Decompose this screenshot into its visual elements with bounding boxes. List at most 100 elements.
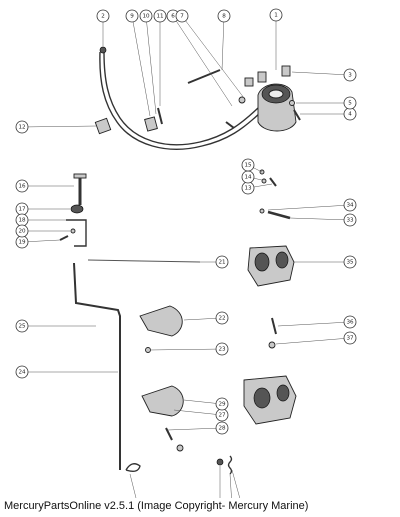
callout-number: 35 — [346, 259, 354, 265]
callout-18: 18 — [15, 213, 29, 227]
callout-17: 17 — [15, 202, 29, 216]
callout-number: 24 — [18, 369, 26, 375]
callout-number: 10 — [142, 13, 150, 19]
leader-line — [21, 125, 97, 128]
callout-number: 23 — [218, 346, 226, 352]
leader-line — [229, 473, 232, 498]
bushing-small — [176, 444, 184, 452]
callout-37: 37 — [343, 331, 357, 345]
callout-number: 13 — [244, 185, 252, 191]
callout-22: 22 — [215, 311, 229, 325]
callout-number: 4 — [348, 111, 352, 117]
callout-number: 28 — [218, 425, 226, 431]
callout-23: 23 — [215, 342, 229, 356]
callout-number: 16 — [18, 183, 26, 189]
leader-line — [291, 71, 351, 76]
callout-number: 34 — [346, 202, 354, 208]
callout-2: 2 — [96, 9, 110, 23]
callout-24: 24 — [15, 365, 29, 379]
callout-number: 7 — [180, 13, 184, 19]
callout-7: 7 — [175, 9, 189, 23]
callout-9: 9 — [125, 9, 139, 23]
callout-28: 28 — [215, 421, 229, 435]
callout-1: 1 — [269, 8, 283, 22]
cam-part-lower — [141, 385, 184, 417]
callout-19: 19 — [15, 235, 29, 249]
wire-harness — [103, 51, 259, 146]
leader-line — [129, 473, 137, 498]
callout-number: 33 — [346, 217, 354, 223]
callout-11: 11 — [153, 9, 167, 23]
callout-15: 15 — [241, 158, 255, 172]
callout-33: 33 — [343, 213, 357, 227]
callout-36: 36 — [343, 315, 357, 329]
leader-line — [173, 409, 223, 416]
spring-part — [165, 427, 173, 441]
clip-26 — [125, 463, 141, 473]
lever-clip — [259, 208, 265, 214]
bushing-part — [144, 116, 158, 132]
callout-12: 12 — [15, 120, 29, 134]
spring-31 — [227, 455, 233, 475]
leader-line — [149, 348, 223, 351]
callout-number: 21 — [218, 259, 226, 265]
callout-number: 8 — [222, 13, 226, 19]
callout-21: 21 — [215, 255, 229, 269]
bent-link-rod — [73, 262, 121, 470]
callout-20: 20 — [15, 224, 29, 238]
callout-number: 5 — [348, 100, 352, 106]
pin-clip — [261, 178, 267, 184]
callout-27: 27 — [215, 408, 229, 422]
pin-part — [269, 177, 277, 187]
lever-part — [267, 210, 291, 220]
callout-3: 3 — [343, 68, 357, 82]
callout-number: 36 — [346, 319, 354, 325]
small-washer — [70, 228, 76, 234]
leader-line — [267, 204, 351, 211]
callout-number: 37 — [346, 335, 354, 341]
screw-part-3 — [293, 109, 301, 121]
callout-8: 8 — [217, 9, 231, 23]
callout-number: 22 — [218, 315, 225, 321]
nut-32 — [216, 458, 224, 466]
nut-part — [70, 204, 84, 214]
callout-number: 9 — [130, 13, 134, 19]
callout-13: 13 — [241, 181, 255, 195]
callout-number: 14 — [244, 174, 252, 180]
leader-line — [231, 469, 241, 498]
small-screw — [59, 235, 69, 241]
callout-number: 15 — [244, 162, 252, 168]
callout-14: 14 — [241, 170, 255, 184]
callout-5: 5 — [343, 96, 357, 110]
cam-part-upper — [139, 305, 183, 337]
leader-line — [277, 321, 351, 327]
leader-line — [181, 15, 245, 99]
bushing-part-2 — [94, 117, 112, 135]
washer-37 — [268, 341, 276, 349]
leader-line — [172, 15, 233, 107]
callout-number: 20 — [18, 228, 26, 234]
carburetor-body-lower — [243, 375, 297, 425]
solenoid-assembly — [244, 65, 297, 132]
callout-number: 2 — [101, 13, 105, 19]
screw-part — [157, 107, 163, 125]
callout-number: 19 — [18, 239, 26, 245]
callout-number: 11 — [156, 13, 164, 19]
callout-number: 18 — [18, 217, 26, 223]
screw-36 — [271, 317, 277, 335]
washer-part — [238, 96, 246, 104]
washer-part-2 — [289, 100, 295, 106]
callout-number: 27 — [218, 412, 226, 418]
callout-35: 35 — [343, 255, 357, 269]
copyright-footer: MercuryPartsOnline v2.5.1 (Image Copyrig… — [4, 500, 309, 512]
bracket-part — [66, 219, 87, 247]
leader-line — [145, 15, 157, 115]
connector-rod — [187, 69, 221, 84]
leader-line — [221, 15, 225, 71]
callout-number: 25 — [18, 323, 26, 329]
screw-part-2 — [225, 121, 235, 129]
leader-line — [275, 337, 351, 345]
bolt-part — [73, 173, 87, 205]
leader-line — [289, 217, 351, 221]
leader-line — [131, 15, 151, 117]
